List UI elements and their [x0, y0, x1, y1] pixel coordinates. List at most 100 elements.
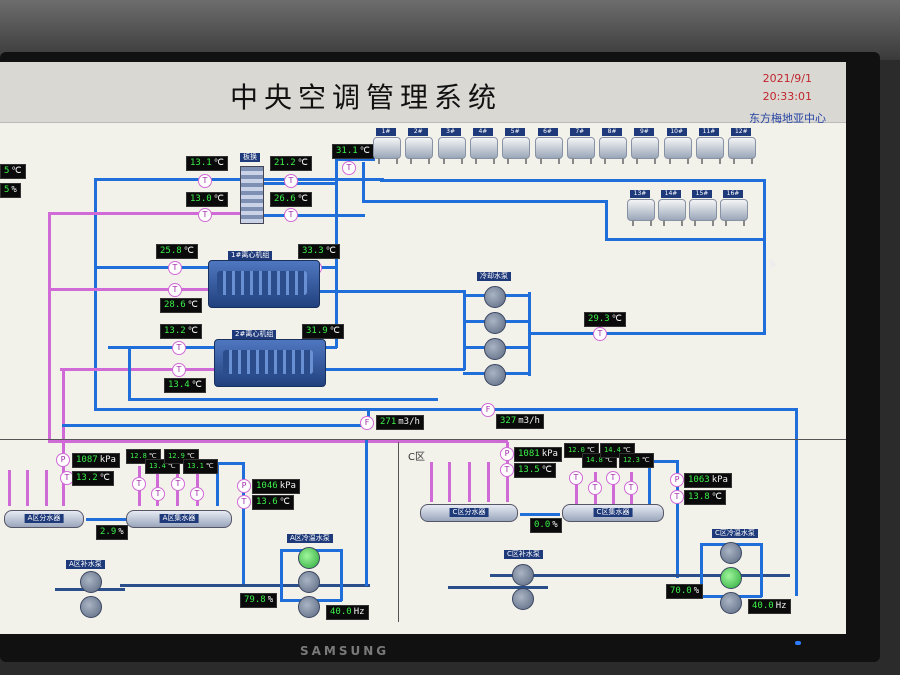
cooling-tower[interactable]: 12#	[727, 128, 757, 164]
plate-heat-exchanger[interactable]	[240, 166, 264, 224]
pipe-return-link	[62, 368, 65, 444]
a-ret-riser-2	[156, 466, 159, 506]
cooling-pump-2[interactable]	[484, 312, 506, 334]
a-ret-down	[242, 462, 245, 587]
sensor-a-t3: T	[171, 477, 185, 491]
c-cw-pump-2[interactable]	[720, 567, 742, 589]
sensor-a-press: P	[56, 453, 70, 467]
pipe-hx-return	[48, 212, 258, 215]
sensor-a-ret-temp: T	[237, 495, 251, 509]
zone-c-title: C区	[408, 452, 425, 463]
c-makeup-pump-1[interactable]	[512, 564, 534, 586]
a-makeup-label: A区补水泵	[66, 560, 105, 569]
chiller2-label: 2#离心机组	[232, 330, 277, 339]
cooling-tower-legs	[474, 158, 495, 164]
cooling-tower-body	[469, 137, 498, 159]
cooling-tower-label: 7#	[569, 128, 590, 136]
cooling-tower[interactable]: 7#	[566, 128, 595, 164]
cooling-tower-body	[658, 199, 686, 221]
cooling-pump-4[interactable]	[484, 364, 506, 386]
cooling-tower[interactable]: 2#	[404, 128, 434, 164]
c-cw-pump-1[interactable]	[720, 542, 742, 564]
readout-ch1-in: 25.8℃	[156, 244, 198, 259]
a-return-header[interactable]: A区集水器	[126, 510, 232, 528]
c-supply-header[interactable]: C区分水器	[420, 504, 518, 522]
chiller1-label: 1#离心机组	[228, 251, 273, 260]
cooling-tower[interactable]: 8#	[598, 128, 628, 164]
cooling-tower-body	[663, 137, 692, 159]
a-ret-riser-5	[216, 462, 219, 506]
cooling-tower-body	[405, 137, 434, 159]
pipe-return-to-pumps	[530, 332, 766, 335]
a-return-line	[120, 584, 370, 587]
cooling-tower[interactable]: 6#	[534, 128, 563, 164]
c-cw-pump-3[interactable]	[720, 592, 742, 614]
cooling-tower-legs	[694, 220, 714, 226]
pipe-ch1-chw	[48, 288, 210, 291]
cooling-tower[interactable]: 11#	[695, 128, 724, 164]
left-pct-readout: 5%	[0, 183, 21, 198]
chiller-1[interactable]	[208, 260, 320, 308]
sensor-flow1: F	[360, 416, 374, 430]
cooling-tower-legs	[701, 158, 721, 164]
cooling-pump-3[interactable]	[484, 338, 506, 360]
readout-c-ret-temp: 13.8℃	[684, 490, 726, 505]
cooling-tower-legs	[725, 220, 745, 226]
cooling-tower-body	[689, 199, 717, 221]
pipe-tower-drop2	[605, 200, 608, 240]
a-cw-pump-2[interactable]	[298, 571, 320, 593]
c-ret-riser-1	[575, 472, 578, 504]
c-riser-2	[448, 462, 451, 502]
pipe-bypass	[128, 398, 438, 401]
sensor-flow2: F	[481, 403, 495, 417]
readout-hx-out: 21.2℃	[270, 156, 312, 171]
cooling-pump-1[interactable]	[484, 286, 506, 308]
sensor-c-press: P	[500, 447, 514, 461]
a-supply-header[interactable]: A区分水器	[4, 510, 84, 528]
cooling-tower-label: 11#	[699, 128, 719, 136]
pipe-main-return	[48, 440, 508, 443]
sensor-c-t2: T	[588, 481, 602, 495]
mouse-cursor	[766, 256, 778, 269]
sensor-c-t4: T	[624, 481, 638, 495]
cooling-tower[interactable]: 5#	[501, 128, 531, 164]
readout-c-t4: 12.3℃	[619, 453, 654, 468]
cooling-tower[interactable]: 4#	[469, 128, 498, 164]
cooling-tower[interactable]: 9#	[630, 128, 660, 164]
cooling-tower[interactable]: 16#	[719, 190, 748, 226]
cooling-tower[interactable]: 10#	[663, 128, 692, 164]
a-cw-pump-1[interactable]	[298, 547, 320, 569]
hvac-screen: 中央空调管理系统 2021/9/1 20:33:01 东方梅地亚中心 5℃ 5%…	[0, 62, 846, 634]
a-supply-label: A区分水器	[24, 514, 64, 523]
cooling-tower[interactable]: 14#	[657, 190, 686, 226]
c-return-header[interactable]: C区集水器	[562, 504, 664, 522]
cooling-tower-body	[437, 137, 466, 159]
a-makeup-pump-1[interactable]	[80, 571, 102, 593]
readout-ch1-out: 33.3℃	[298, 244, 340, 259]
cooling-tower[interactable]: 1#	[372, 128, 401, 164]
cooling-tower-label: 4#	[472, 128, 493, 136]
cooling-tower[interactable]: 13#	[626, 190, 655, 226]
cooling-tower-legs	[663, 220, 683, 226]
cooling-tower[interactable]: 3#	[437, 128, 466, 164]
cooling-tower-label: 9#	[634, 128, 655, 136]
sensor-hx-out: T	[284, 174, 298, 188]
c-cw-pump-right	[760, 543, 763, 597]
cooling-tower[interactable]: 15#	[688, 190, 717, 226]
c-makeup-pump-2[interactable]	[512, 588, 534, 610]
sensor-ch1-in: T	[168, 261, 182, 275]
chiller-2[interactable]	[214, 339, 326, 387]
c-riser-1	[430, 462, 433, 502]
title-bar: 中央空调管理系统 2021/9/1 20:33:01 东方梅地亚中心	[0, 62, 846, 125]
a-return-label: A区集水器	[159, 514, 199, 523]
a-makeup-pump-2[interactable]	[80, 596, 102, 618]
readout-c-pump-pct: 70.0%	[666, 584, 704, 599]
a-cw-pump-3[interactable]	[298, 596, 320, 618]
sensor-ch1-chw: T	[168, 283, 182, 297]
readout-a-ret-temp: 13.6℃	[252, 495, 294, 510]
cooling-tower-label: 6#	[537, 128, 558, 136]
